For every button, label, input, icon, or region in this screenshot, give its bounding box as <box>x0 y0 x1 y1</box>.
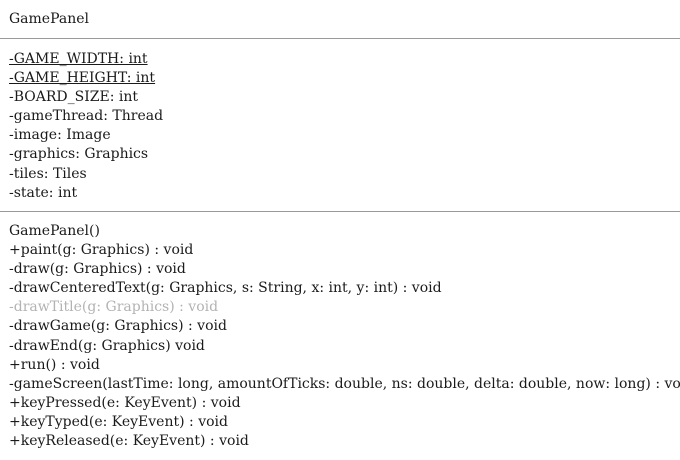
method-row: -drawGame(g: Graphics) : void <box>9 318 227 335</box>
divider-bottom <box>0 211 680 212</box>
method-row: +paint(g: Graphics) : void <box>9 242 194 259</box>
method-row: +keyTyped(e: KeyEvent) : void <box>9 413 228 430</box>
method-row: -drawTitle(g: Graphics) : void <box>9 299 219 316</box>
attribute-row: -graphics: Graphics <box>9 146 149 163</box>
class-name: GamePanel <box>9 11 90 27</box>
attribute-row: -BOARD_SIZE: int <box>9 89 138 106</box>
method-row: -drawCenteredText(g: Graphics, s: String… <box>9 280 442 297</box>
attributes-section: -GAME_WIDTH: int -GAME_HEIGHT: int -BOARD_… <box>0 39 680 211</box>
method-row: GamePanel() <box>9 223 100 239</box>
attribute-row: -state: int <box>9 184 78 201</box>
method-row: -draw(g: Graphics) : void <box>9 261 186 278</box>
attribute-row: -tiles: Tiles <box>9 165 87 182</box>
class-name-section: GamePanel <box>0 0 680 38</box>
attribute-row: -gameThread: Thread <box>9 108 164 125</box>
method-row: +run() : void <box>9 356 100 373</box>
methods-section: GamePanel() +paint(g: Graphics) : void -dr… <box>0 212 680 451</box>
attribute-row: -image: Image <box>9 127 111 144</box>
method-row: +keyPressed(e: KeyEvent) : void <box>9 394 241 411</box>
attribute-row: -GAME_WIDTH: int <box>9 51 148 67</box>
method-row: +keyReleased(e: KeyEvent) : void <box>9 433 249 450</box>
method-row: -gameScreen(lastTime: long, amountOfTick… <box>9 375 680 392</box>
divider-top <box>0 38 680 39</box>
method-row: -drawEnd(g: Graphics) void <box>9 337 205 354</box>
attribute-row: -GAME_HEIGHT: int <box>9 70 156 87</box>
